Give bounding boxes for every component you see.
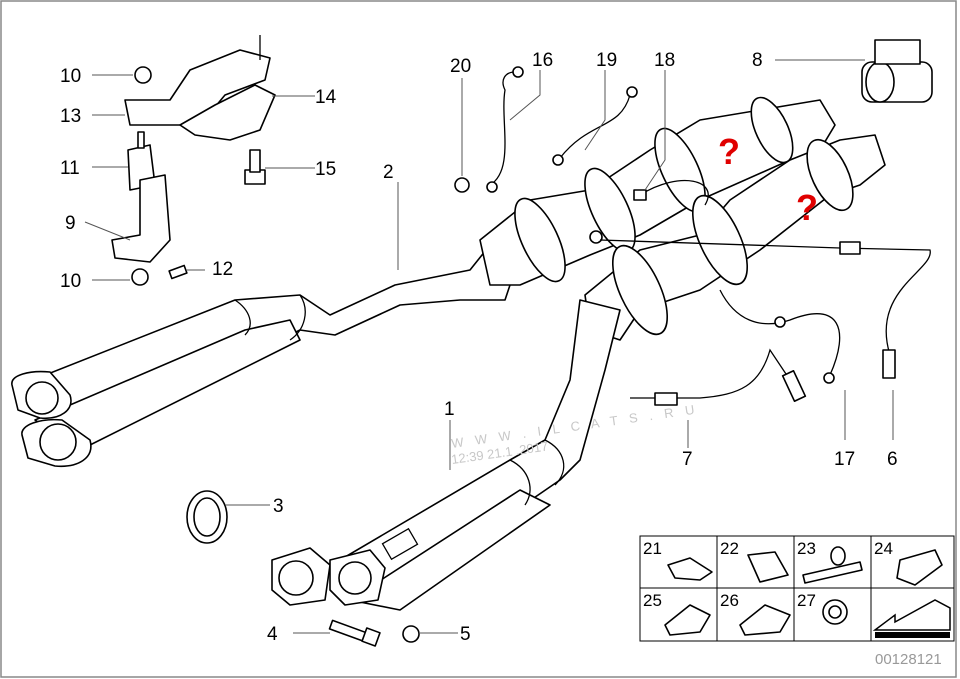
callout-19: 19 (596, 50, 617, 71)
callout-9: 9 (65, 213, 76, 234)
callout-18: 18 (654, 50, 675, 71)
question-mark-2: ? (796, 187, 818, 228)
callout-8: 8 (752, 50, 763, 71)
callout-10b: 10 (60, 271, 81, 292)
front-pipe-2 (11, 244, 521, 467)
bolt-4 (328, 619, 381, 647)
catalytic-converter-lower (584, 134, 886, 341)
callout-12: 12 (212, 259, 233, 280)
callout-10a: 10 (60, 66, 81, 87)
leader-lines (84, 59, 894, 634)
callout-13: 13 (60, 106, 81, 127)
oxygen-sensors (454, 66, 931, 406)
nut-5 (402, 625, 420, 643)
diagram-part-number: 00128121 (875, 651, 942, 668)
callout-7: 7 (682, 449, 693, 470)
question-mark-1: ? (718, 131, 740, 172)
callout-11: 11 (60, 158, 80, 179)
clip-label-22: 22 (720, 539, 739, 558)
callout-20: 20 (450, 56, 471, 77)
clip-label-25: 25 (643, 591, 662, 610)
callout-17: 17 (834, 449, 855, 470)
clip-label-21: 21 (643, 539, 662, 558)
clips-table (639, 535, 955, 642)
callout-3: 3 (273, 496, 284, 517)
clamp-8 (861, 39, 933, 103)
front-pipe-1 (271, 299, 621, 611)
clip-label-23: 23 (797, 539, 816, 558)
callout-15: 15 (315, 159, 336, 180)
callout-2: 2 (383, 162, 394, 183)
callout-4: 4 (267, 624, 278, 645)
clip-label-26: 26 (720, 591, 739, 610)
clip-label-24: 24 (874, 539, 893, 558)
mounting-parts (111, 35, 276, 286)
callout-6: 6 (887, 449, 898, 470)
callout-14: 14 (315, 87, 337, 108)
callout-5: 5 (460, 624, 471, 645)
callout-16: 16 (532, 50, 553, 71)
clip-label-27: 27 (797, 591, 816, 610)
callout-1: 1 (444, 399, 455, 420)
